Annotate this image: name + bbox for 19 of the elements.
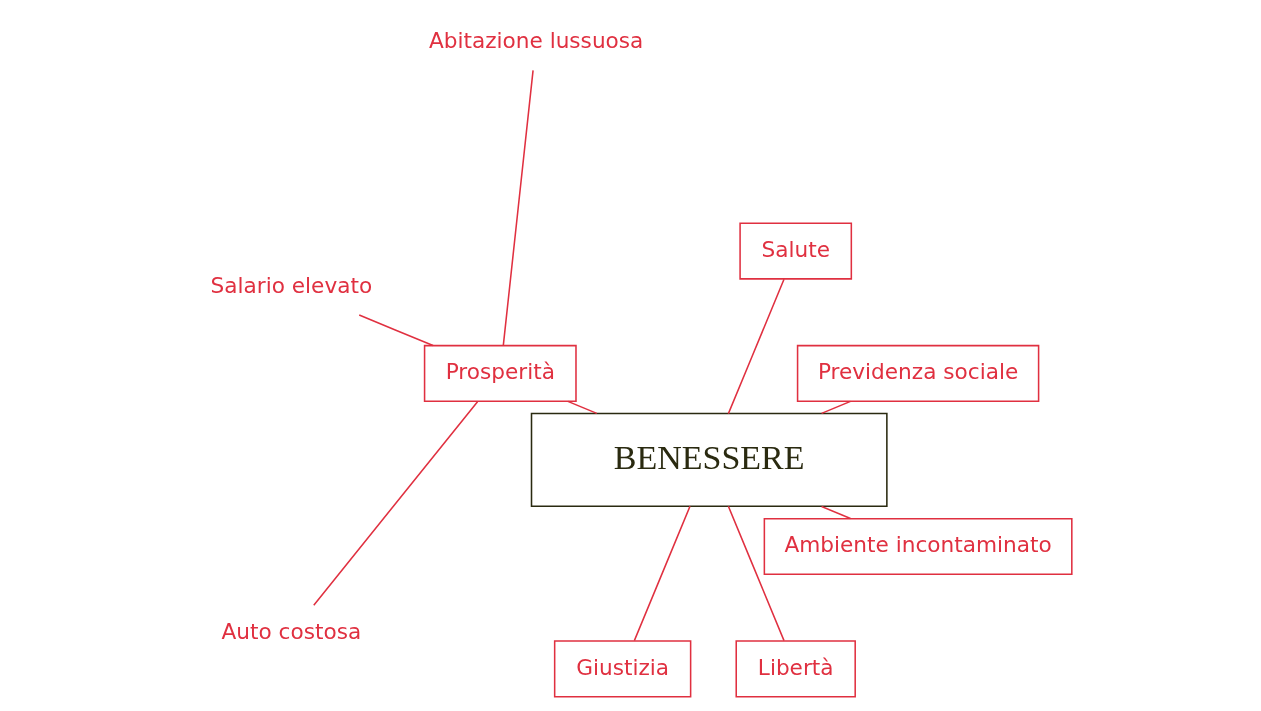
node-box: Ambiente incontaminato — [763, 517, 1073, 576]
node-text: Salario elevato — [210, 272, 372, 298]
node-box: Previdenza sociale — [796, 344, 1039, 402]
connector — [727, 505, 785, 642]
connector — [820, 400, 851, 415]
node-box: Giustizia — [553, 640, 691, 698]
connector — [566, 400, 598, 415]
node-box: Salute — [738, 222, 852, 280]
connector — [633, 505, 691, 642]
connector — [312, 400, 478, 606]
connector — [357, 314, 434, 347]
node-text: Auto costosa — [221, 618, 361, 644]
node-text: Abitazione lussuosa — [428, 27, 643, 53]
node-box: BENESSERE — [530, 412, 888, 508]
node-box: Libertà — [734, 640, 856, 698]
connector — [502, 69, 534, 346]
connector — [820, 505, 851, 520]
connector — [727, 278, 785, 415]
node-box: Prosperità — [423, 344, 577, 402]
